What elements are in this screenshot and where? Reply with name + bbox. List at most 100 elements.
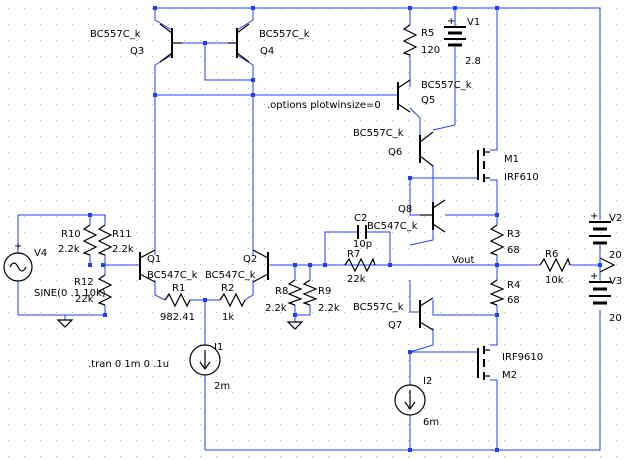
q6-model-label: BC557C_k xyxy=(353,128,404,139)
wire-r9-bot xyxy=(295,305,311,316)
r8-value-label: 2.2k xyxy=(265,303,287,314)
junction xyxy=(203,298,207,302)
resistor-r11-symbol xyxy=(97,224,113,256)
wire-q8-base xyxy=(409,178,420,216)
q2-model-label: BC547C_k xyxy=(205,270,256,281)
tran-directive: .tran 0 1m 0 .1u xyxy=(88,359,169,370)
r3-value-label: 68 xyxy=(507,245,520,256)
ground-icon xyxy=(286,321,304,330)
junction xyxy=(251,78,255,82)
r9-ref-label: R9 xyxy=(318,286,331,297)
q7-model-label: BC557C_k xyxy=(353,302,404,313)
r10-value-label: 2.2k xyxy=(58,244,80,255)
q5-ref-label: Q5 xyxy=(421,95,435,106)
junction xyxy=(88,263,92,267)
v2-ref-label: V2 xyxy=(609,213,622,224)
v3-value-label: 20 xyxy=(609,313,622,324)
wire-q7-base xyxy=(409,280,420,313)
q3-ref-label: Q3 xyxy=(130,46,144,57)
transistor-q7-symbol xyxy=(419,297,434,331)
resistor-r5-symbol xyxy=(402,24,418,56)
r2-ref-label: R2 xyxy=(221,283,234,294)
vout-net-label: Vout xyxy=(452,255,475,266)
ground-icon xyxy=(56,319,74,328)
options-directive: .options plotwinsize=0 xyxy=(267,100,381,111)
wire-m1-drain xyxy=(490,8,498,151)
i1-value-label: 2m xyxy=(214,381,230,392)
wire-q3-collector xyxy=(154,54,173,255)
q4-model-label: BC557C_k xyxy=(259,29,310,40)
mosfet-m2-symbol xyxy=(477,346,490,380)
wire-v1-bottom xyxy=(432,47,456,131)
r12-value-label: 22k xyxy=(75,294,94,305)
source-v2-symbol xyxy=(589,221,611,245)
q7-ref-label: Q7 xyxy=(388,320,402,331)
r5-value-label: 120 xyxy=(421,45,440,56)
q1-ref-label: Q1 xyxy=(147,254,161,265)
q2-ref-label: Q2 xyxy=(243,254,257,265)
junction xyxy=(495,6,499,10)
capacitor-c2-symbol xyxy=(357,225,367,239)
transistor-q8-symbol xyxy=(420,199,446,233)
v2-value-label: 20 xyxy=(609,250,622,261)
wire-m2-source xyxy=(490,315,498,346)
transistor-q2-symbol xyxy=(252,249,269,283)
wire-q8-emitter xyxy=(409,230,434,246)
mosfet-m1-symbol xyxy=(477,148,490,182)
r2-value-label: 1k xyxy=(222,312,234,323)
junction xyxy=(408,176,412,180)
r7-ref-label: R7 xyxy=(347,249,360,260)
junction xyxy=(495,313,499,317)
junction xyxy=(293,263,297,267)
v4-plus-mark: + xyxy=(14,241,22,252)
v3-plus-mark: + xyxy=(590,271,598,282)
junction xyxy=(408,448,412,452)
transistor-q3-symbol xyxy=(159,23,182,63)
wire-m1-source xyxy=(490,179,498,215)
q4-ref-label: Q4 xyxy=(260,46,274,57)
junction xyxy=(153,6,157,10)
transistor-q1-symbol xyxy=(139,249,156,283)
junction xyxy=(308,263,312,267)
wire-c2-right xyxy=(366,231,391,265)
r8-ref-label: R8 xyxy=(275,286,288,297)
junction xyxy=(101,263,105,267)
resistor-r10-symbol xyxy=(82,224,98,256)
q8-model-label: BC547C_k xyxy=(367,221,418,232)
i2-value-label: 6m xyxy=(423,417,439,428)
wire-top-rail xyxy=(155,7,601,215)
junction xyxy=(323,263,327,267)
r1-ref-label: R1 xyxy=(172,283,185,294)
junction xyxy=(495,448,499,452)
polarity-markers: + + + + xyxy=(14,16,598,282)
wire-q4-emitter xyxy=(236,8,254,31)
m1-ref-label: M1 xyxy=(504,154,519,165)
junction xyxy=(203,41,207,45)
junction xyxy=(293,313,297,317)
r12-ref-label: R12 xyxy=(74,277,94,288)
wire-q3-emitter xyxy=(154,8,173,31)
v1-plus-mark: + xyxy=(447,16,455,27)
wire-v3-bottom xyxy=(205,310,601,451)
m1-model-label: IRF610 xyxy=(504,172,539,183)
r4-ref-label: R4 xyxy=(507,280,520,291)
transistor-q4-symbol xyxy=(228,23,250,63)
source-v3-symbol xyxy=(589,281,611,305)
junction xyxy=(598,263,602,267)
resistor-r4-symbol xyxy=(489,279,505,306)
wire-q4-collector xyxy=(236,54,254,255)
components xyxy=(3,23,616,416)
junction xyxy=(153,93,157,97)
r11-value-label: 2.2k xyxy=(112,244,134,255)
r1-value-label: 982.41 xyxy=(160,312,195,323)
source-i2-symbol xyxy=(394,384,426,416)
v1-ref-label: V1 xyxy=(467,17,480,28)
r10-ref-label: R10 xyxy=(61,229,81,240)
wire-q2-emitter xyxy=(244,280,254,301)
q3-model-label: BC557C_k xyxy=(90,29,141,40)
r11-ref-label: R11 xyxy=(112,229,132,240)
v4-value-label: SINE(0 .1 10k) xyxy=(34,288,106,299)
resistor-r9-symbol xyxy=(302,279,318,306)
junction xyxy=(388,263,392,267)
